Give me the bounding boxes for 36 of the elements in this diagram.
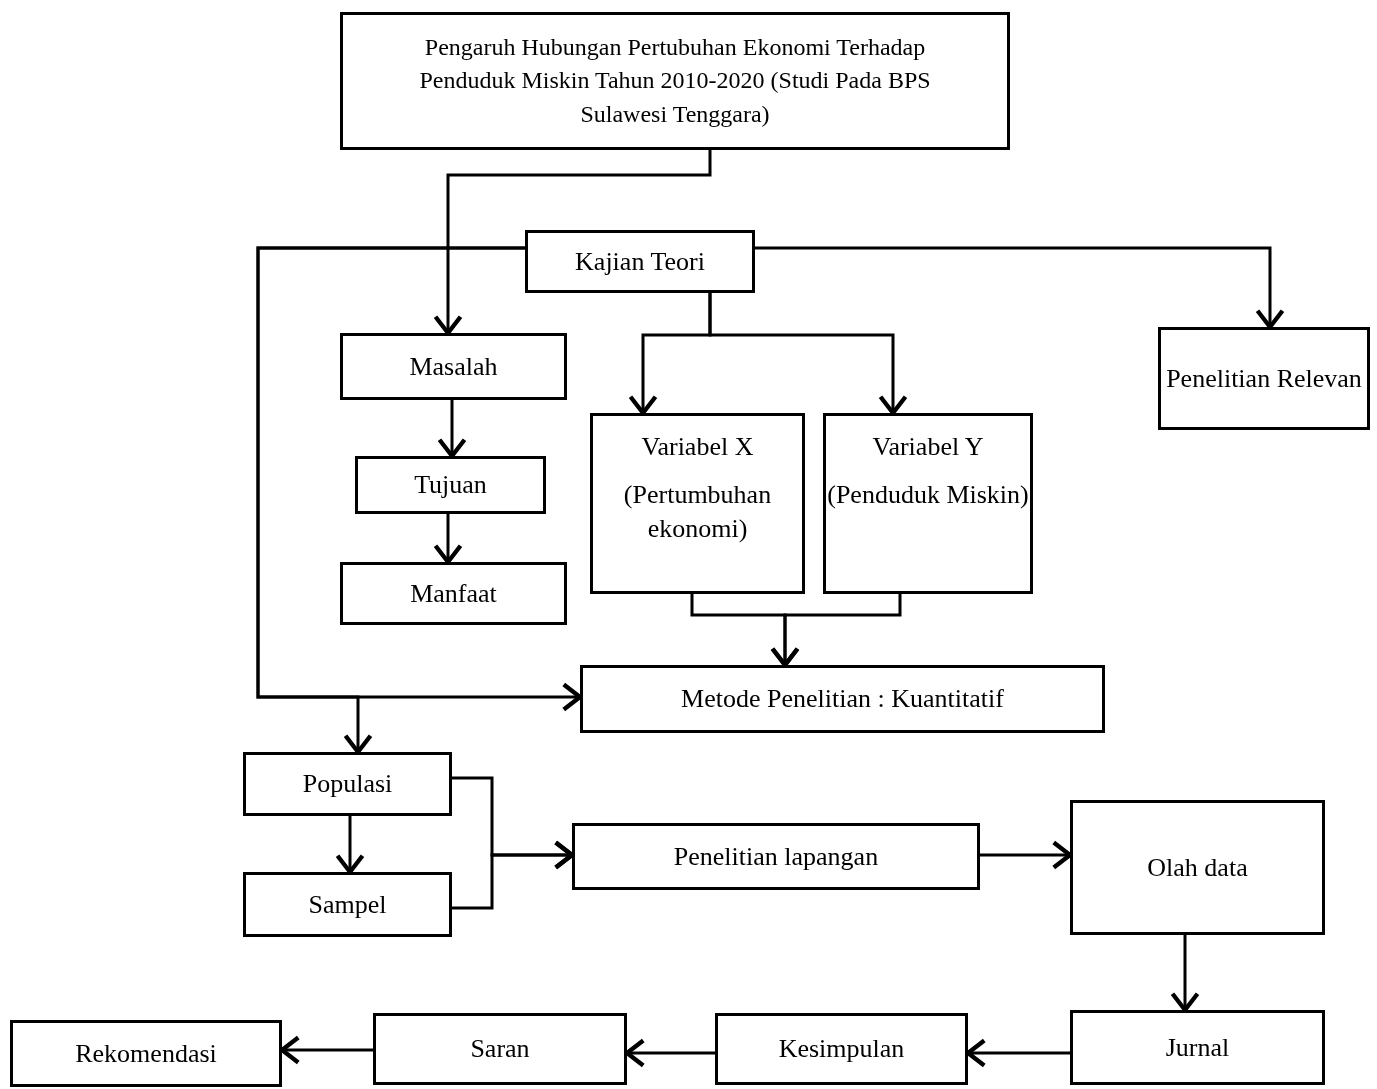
box-text: Variabel Y [872,431,984,463]
box-text: Pengaruh Hubungan Pertubuhan Ekonomi Terhadap Penduduk Miskin Tahun 2010-2020 (Studi Pada BPS Sulawesi Tenggara) [418,32,932,129]
process-box [572,823,980,890]
box-subtext: (Penduduk Miskin) [827,478,1029,511]
box-text: Metode Penelitian : Kuantitatif [681,683,1004,716]
box-text: Tujuan [414,469,487,502]
box-text: Variabel X [641,431,754,463]
box-text: Saran [470,1033,530,1066]
box-text: Kajian Teori [575,245,705,278]
process-box [10,1020,282,1087]
process-box [525,230,755,293]
box-text: Olah data [1147,851,1248,884]
box-text: Penelitian lapangan [673,840,879,873]
process-box [1070,1010,1325,1085]
box-text: Rekomendasi [75,1037,217,1070]
process-box [715,1013,968,1085]
process-box [340,562,567,625]
box-text: Kesimpulan [778,1033,905,1066]
process-box [355,456,546,514]
process-box [243,752,452,816]
process-box [243,872,452,937]
process-box [580,665,1105,733]
box-subtext: (Pertumbuhan ekonomi) [622,478,773,545]
box-text: Sampel [308,888,387,921]
process-box [590,413,805,594]
process-box [1070,800,1325,935]
box-text: Penelitian Relevan [1166,362,1362,395]
box-text: Masalah [409,350,498,383]
process-box [823,413,1033,594]
box-text: Manfaat [410,577,497,610]
process-box [340,12,1010,150]
process-box [373,1013,627,1085]
box-text: Jurnal [1165,1031,1230,1064]
process-box [340,333,567,400]
process-box [1158,327,1370,430]
box-text: Populasi [302,768,393,801]
